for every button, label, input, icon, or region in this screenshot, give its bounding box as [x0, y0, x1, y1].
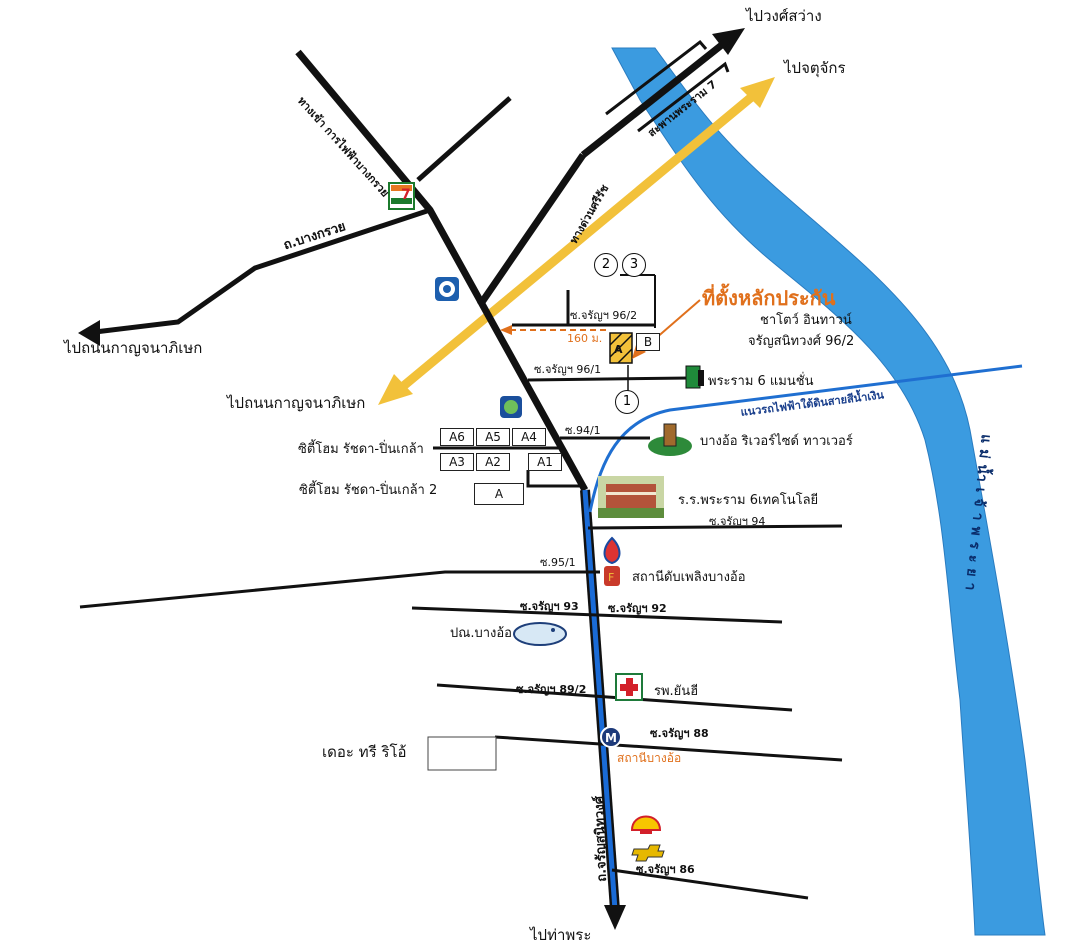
the-tree-label: เดอะ ทรี ริโอ้ [322, 743, 407, 761]
marker-2: 2 [594, 253, 618, 277]
bank-icon [435, 277, 459, 301]
plot-a5: A5 [476, 428, 510, 446]
bang-kruai-road [94, 207, 431, 335]
chevrolet-icon [631, 844, 665, 862]
bangor-riverside-label: บางอ้อ ริเวอร์ไซด์ ทาวเวอร์ [700, 434, 853, 449]
road-top-branch [416, 96, 512, 182]
soi-89-2-label: ซ.จรัญฯ 89/2 [516, 683, 587, 696]
site-plot-label: A [614, 343, 623, 356]
soi-92-label: ซ.จรัญฯ 92 [608, 602, 667, 615]
svg-text:F: F [608, 571, 614, 584]
hospital-label: รพ.ยันฮี [654, 684, 699, 699]
gas-station-icon: F [603, 536, 621, 586]
plot-a: A [474, 483, 524, 505]
plot-a6: A6 [440, 428, 474, 446]
school-label: ร.ร.พระราม 6เทคโนโลยี [678, 493, 819, 508]
bridge-road-1 [580, 37, 731, 158]
soi-95-1-label: ซ.95/1 [540, 556, 576, 569]
post-office-label: ปณ.บางอ้อ [450, 626, 512, 641]
marker-1: 1 [615, 390, 639, 414]
soi-93-label: ซ.จรัญฯ 93 [520, 600, 579, 613]
destination-tha-phra: ไปท่าพระ [530, 926, 592, 944]
soi-86-label: ซ.จรัญฯ 86 [636, 863, 695, 876]
soi-88-label: ซ.จรัญฯ 88 [650, 727, 709, 740]
soi-89-2-road [436, 683, 793, 712]
expressway-arrow-sw [378, 374, 413, 405]
distance-label: 160 ม. [567, 332, 603, 345]
station-label: สถานีบางอ้อ [617, 751, 682, 765]
city-home-2-road [526, 470, 585, 488]
charan-road-inner [582, 489, 618, 911]
post-office-icon [513, 622, 567, 646]
plot-a2: A2 [476, 453, 510, 471]
expressway-line [392, 86, 763, 397]
svg-text:7: 7 [401, 187, 411, 203]
school-image [598, 476, 664, 518]
hospital-cross-icon [615, 673, 643, 701]
soi-94-1-label: ซ.94/1 [565, 424, 601, 437]
plot-b: B [636, 333, 660, 351]
location-line-1: ชาโตว์ อินทาวน์ [760, 313, 852, 328]
river [611, 47, 1046, 936]
tower-icon [648, 423, 692, 456]
seven-eleven-icon: 7 [388, 182, 415, 210]
expressway-arrow-ne [740, 77, 775, 108]
distance-arrow-head [500, 325, 512, 335]
fire-station-label: สถานีดับเพลิงบางอ้อ [632, 570, 746, 585]
destination-wongsawang: ไปวงศ์สว่าง [746, 7, 822, 25]
soi-96-1-label: ซ.จรัญฯ 96/1 [534, 363, 602, 376]
bridge-outline-2 [637, 61, 730, 133]
plot-a4: A4 [512, 428, 546, 446]
location-pointer-head [632, 345, 646, 359]
the-tree-box [427, 736, 497, 771]
destination-kanchanaphisek-2: ไปถนนกาญจนาภิเษก [227, 394, 366, 412]
destination-chatuchak: ไปจตุจักร [784, 59, 846, 77]
road-to-bridge [477, 153, 586, 307]
west-arrow-head [78, 320, 100, 346]
south-arrow-head [604, 905, 626, 930]
soi-94-label: ซ.จรัญฯ 94 [709, 515, 766, 528]
soi-94-road [587, 524, 843, 530]
soi-96-1-road [527, 376, 691, 382]
destination-kanchanaphisek-1: ไปถนนกาญจนาภิเษก [64, 339, 203, 357]
metro-line [588, 364, 1023, 513]
plot-a3: A3 [440, 453, 474, 471]
bridge-outline-1 [605, 39, 708, 116]
location-title: ที่ตั้งหลักประกัน [702, 286, 836, 310]
metro-icon: M [600, 726, 622, 748]
building-icon [685, 365, 704, 389]
city-home-1-label: ซิตี้โฮม รัชดา-ปิ่นเกล้า [298, 442, 424, 457]
location-line-2: จรัญสนิทวงศ์ 96/2 [748, 334, 855, 349]
soi-95-1-road [79, 570, 600, 609]
marker-3: 3 [622, 253, 646, 277]
plot-a1: A1 [528, 453, 562, 471]
city-home-2-label: ซิตี้โฮม รัชดา-ปิ่นเกล้า 2 [299, 483, 438, 498]
soi-86-road [611, 868, 809, 900]
soi-88-road [494, 735, 843, 762]
shell-icon [630, 815, 662, 834]
rama6-mansion-label: พระราม 6 แมนชั่น [708, 374, 814, 389]
bank-icon [500, 396, 522, 418]
road-label-charan: ถ.จรัญสนิทวงศ์ [592, 795, 610, 883]
soi-96-2-label: ซ.จรัญฯ 96/2 [570, 309, 638, 322]
svg-text:M: M [605, 731, 617, 745]
soi-93-92-road [411, 606, 783, 624]
